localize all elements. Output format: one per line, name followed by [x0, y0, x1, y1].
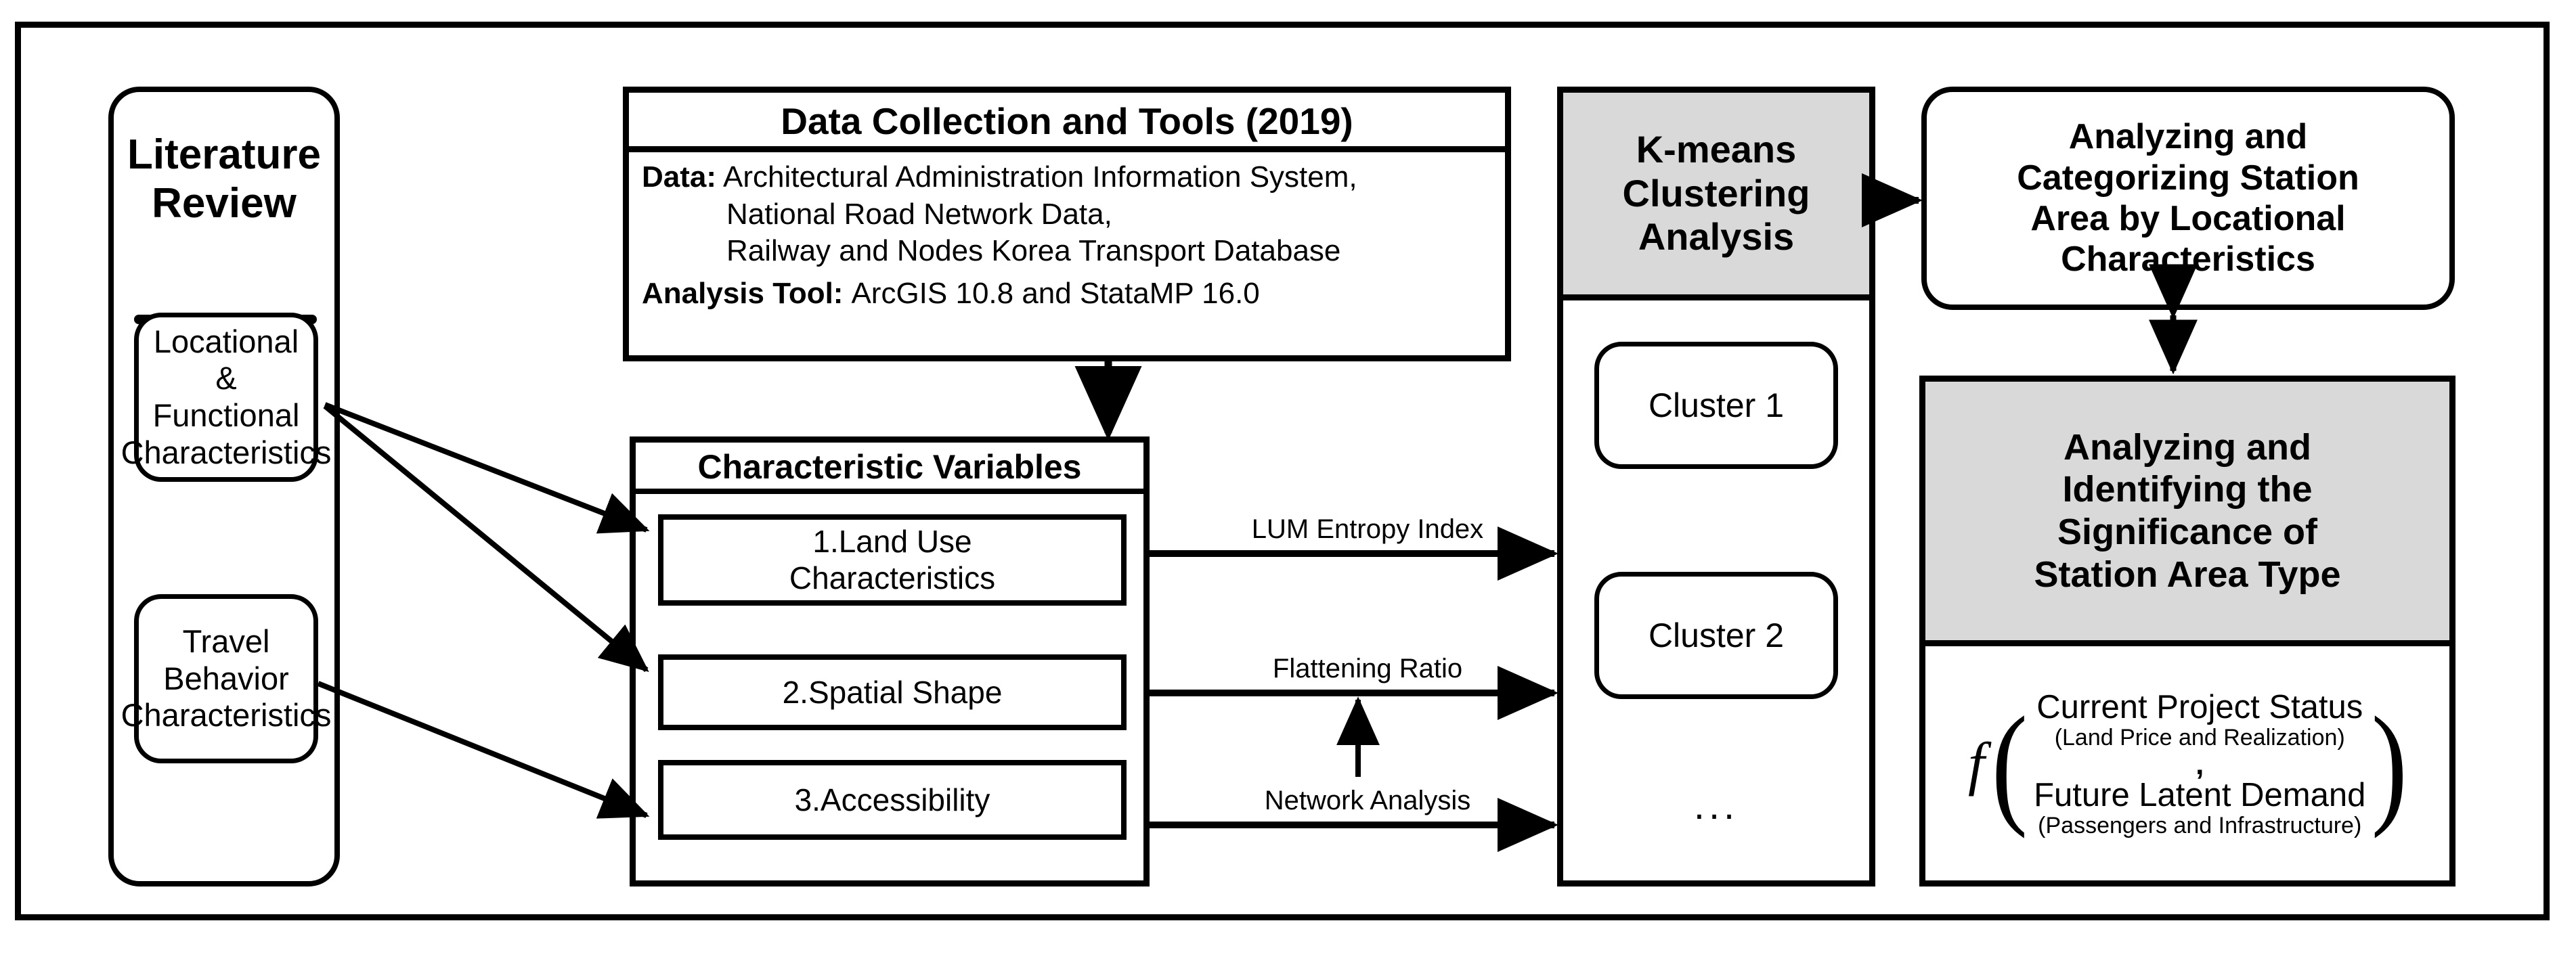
characteristic-item-1-line1: 2.Spatial Shape: [782, 675, 1003, 710]
cluster-1-box[interactable]: Cluster 1: [1594, 342, 1838, 469]
formula-function-symbol: f: [1968, 732, 1985, 797]
kmeans-header-divider: [1563, 294, 1869, 300]
formula-paren-open: (: [1992, 690, 2028, 839]
data-row: Data: Architectural Administration Infor…: [642, 159, 1502, 196]
characteristic-item-spatial-shape[interactable]: 2.Spatial Shape: [658, 654, 1127, 730]
categorizing-line2: Categorizing Station: [2017, 158, 2359, 198]
data-collection-header: Data Collection and Tools (2019): [781, 100, 1353, 142]
characteristic-item-0-line1: 1.Land Use: [812, 524, 972, 560]
literature-item-0-line2: Functional: [152, 397, 300, 433]
significance-line2: Identifying the: [2062, 469, 2313, 510]
kmeans-header: K-means Clustering Analysis: [1563, 93, 1869, 294]
categorizing-line4: Characteristics: [2061, 240, 2315, 279]
analysis-tool-value: ArcGIS 10.8 and StataMP 16.0: [851, 276, 1260, 310]
arrow-label-lum-entropy-index: LUM Entropy Index: [1251, 514, 1484, 544]
literature-item-0-line3: Characteristics: [121, 434, 332, 470]
significance-line1: Analyzing and: [2063, 426, 2312, 468]
formula-paren-close: ): [2372, 690, 2408, 839]
characteristic-item-0-line2: Characteristics: [789, 560, 996, 596]
data-label: Data:: [642, 160, 717, 194]
literature-item-travel-behavior-box[interactable]: Travel Behavior Characteristics: [121, 594, 331, 763]
data-collection-header-divider: [629, 146, 1505, 152]
categorizing-station-area-box: Analyzing and Categorizing Station Area …: [1921, 87, 2455, 310]
significance-header: Analyzing and Identifying the Significan…: [1925, 382, 2449, 640]
arrow-label-flattening-ratio: Flattening Ratio: [1272, 653, 1463, 683]
literature-item-1-line2: Characteristics: [121, 697, 332, 734]
data-line-2: Railway and Nodes Korea Transport Databa…: [726, 234, 1341, 268]
formula-separator: ,: [2196, 748, 2204, 782]
literature-review-title-line1: Literature: [127, 131, 321, 179]
analysis-tool-row: Analysis Tool: ArcGIS 10.8 and StataMP 1…: [642, 275, 1502, 313]
significance-header-divider: [1925, 640, 2449, 646]
literature-item-0-line1: Locational &: [153, 323, 299, 397]
formula-term1-sub: (Land Price and Realization): [2054, 725, 2345, 751]
arrow-label-network-analysis: Network Analysis: [1264, 785, 1471, 815]
significance-formula: f ( Current Project Status (Land Price a…: [1933, 650, 2447, 880]
literature-item-1-line1: Travel Behavior: [163, 623, 289, 696]
data-line-1: National Road Network Data,: [726, 197, 1112, 231]
characteristic-item-accessibility[interactable]: 3.Accessibility: [658, 760, 1127, 840]
cluster-2-box[interactable]: Cluster 2: [1594, 572, 1838, 699]
characteristic-variables-header-divider: [636, 489, 1143, 494]
kmeans-title-line2: Clustering: [1622, 171, 1810, 215]
significance-line3: Significance of: [2057, 512, 2318, 552]
characteristic-variables-header: Characteristic Variables: [697, 448, 1082, 486]
categorizing-line3: Area by Locational: [2030, 199, 2346, 238]
cluster-0-label: Cluster 1: [1648, 386, 1785, 424]
formula-term2-main: Future Latent Demand: [2034, 776, 2366, 813]
kmeans-title-line1: K-means: [1636, 127, 1797, 171]
characteristic-item-land-use[interactable]: 1.Land Use Characteristics: [658, 514, 1127, 606]
categorizing-line1: Analyzing and: [2068, 117, 2308, 157]
literature-review-title: Literature Review: [112, 125, 336, 233]
cluster-ellipsis: ...: [1693, 783, 1739, 828]
data-collection-box: [623, 87, 1511, 361]
literature-review-title-line2: Review: [152, 180, 297, 227]
significance-line4: Station Area Type: [2034, 554, 2341, 595]
kmeans-title-line3: Analysis: [1638, 215, 1795, 259]
data-line-0: Architectural Administration Information…: [723, 160, 1357, 194]
data-collection-body: Data: Architectural Administration Infor…: [642, 159, 1502, 312]
analysis-tool-label: Analysis Tool:: [642, 276, 844, 310]
formula-term1-main: Current Project Status: [2036, 688, 2363, 725]
literature-item-locational-functional-box[interactable]: Locational & Functional Characteristics: [121, 313, 331, 482]
formula-term2-sub: (Passengers and Infrastructure): [2038, 813, 2362, 839]
characteristic-item-2-line1: 3.Accessibility: [794, 782, 990, 817]
cluster-1-label: Cluster 2: [1648, 616, 1785, 654]
